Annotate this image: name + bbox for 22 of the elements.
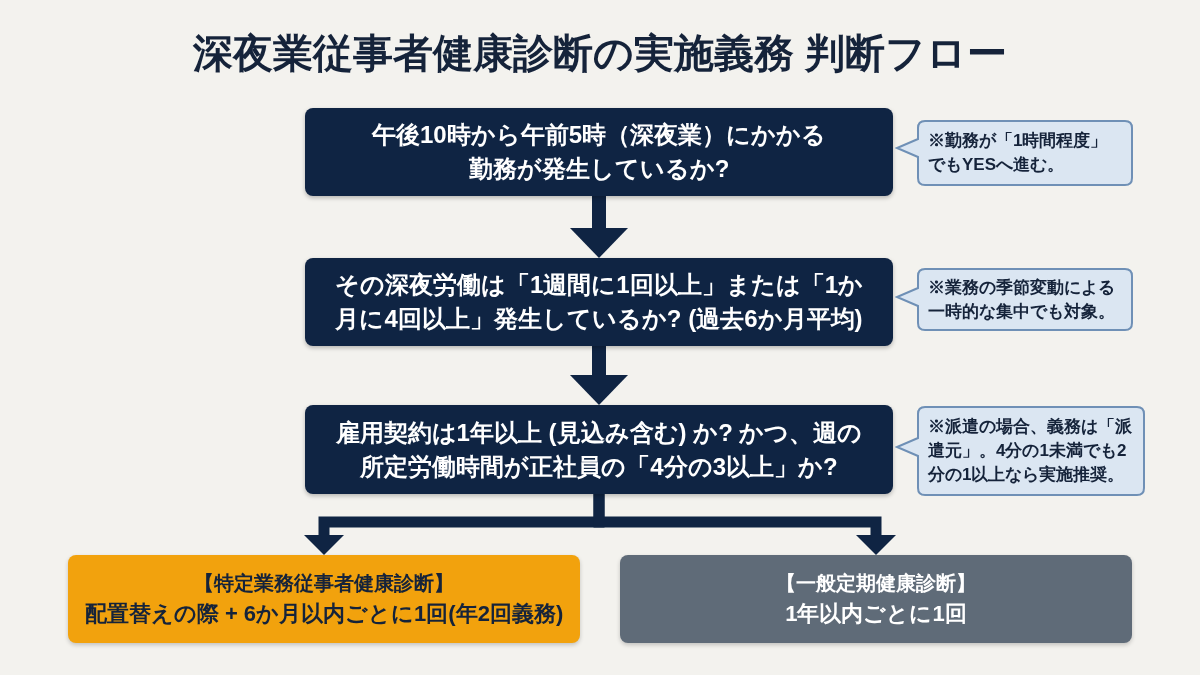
result-heading: 【特定業務従事者健康診断】 xyxy=(193,571,455,596)
callout-bubble xyxy=(895,406,1145,496)
arrow xyxy=(570,196,628,258)
question-text: 午後10時から午前5時（深夜業）にかかる勤務が発生しているか? xyxy=(370,120,827,184)
question-text: その深夜労働は「1週間に1回以上」または「1か月に4回以上」発生しているか? (過去6か月平均) xyxy=(333,270,864,334)
question-box xyxy=(305,258,893,346)
note-text: ※業務の季節変動による一時的な集中でも対象。 xyxy=(928,276,1116,323)
callout-bubble xyxy=(895,268,1133,331)
question-text: 雇用契約は1年以上 (見込み含む) か? かつ、週の所定労働時間が正社員の「4分の3以上」か? xyxy=(334,417,864,482)
result-text: 1年以内ごとに1回 xyxy=(784,600,968,628)
result-box xyxy=(620,555,1132,643)
arrow xyxy=(593,494,896,555)
note-text: ※派遣の場合、義務は「派遣元」。4分の1未満でも2分の1以上なら実施推奨。 xyxy=(928,416,1133,486)
result-box xyxy=(68,555,580,643)
result-heading: 【一般定期健康診断】 xyxy=(775,571,977,596)
callout-bubble xyxy=(895,120,1133,186)
title: 深夜業従事者健康診断の実施義務 判断フロー xyxy=(191,30,1009,77)
question-box xyxy=(305,405,893,494)
question-box xyxy=(305,108,893,196)
result-text: 配置替えの際 + 6か月以内ごとに1回(年2回義務) xyxy=(83,600,565,628)
arrow xyxy=(570,346,628,405)
note-text: ※勤務が「1時間程度」でもYESへ進む。 xyxy=(928,130,1109,176)
